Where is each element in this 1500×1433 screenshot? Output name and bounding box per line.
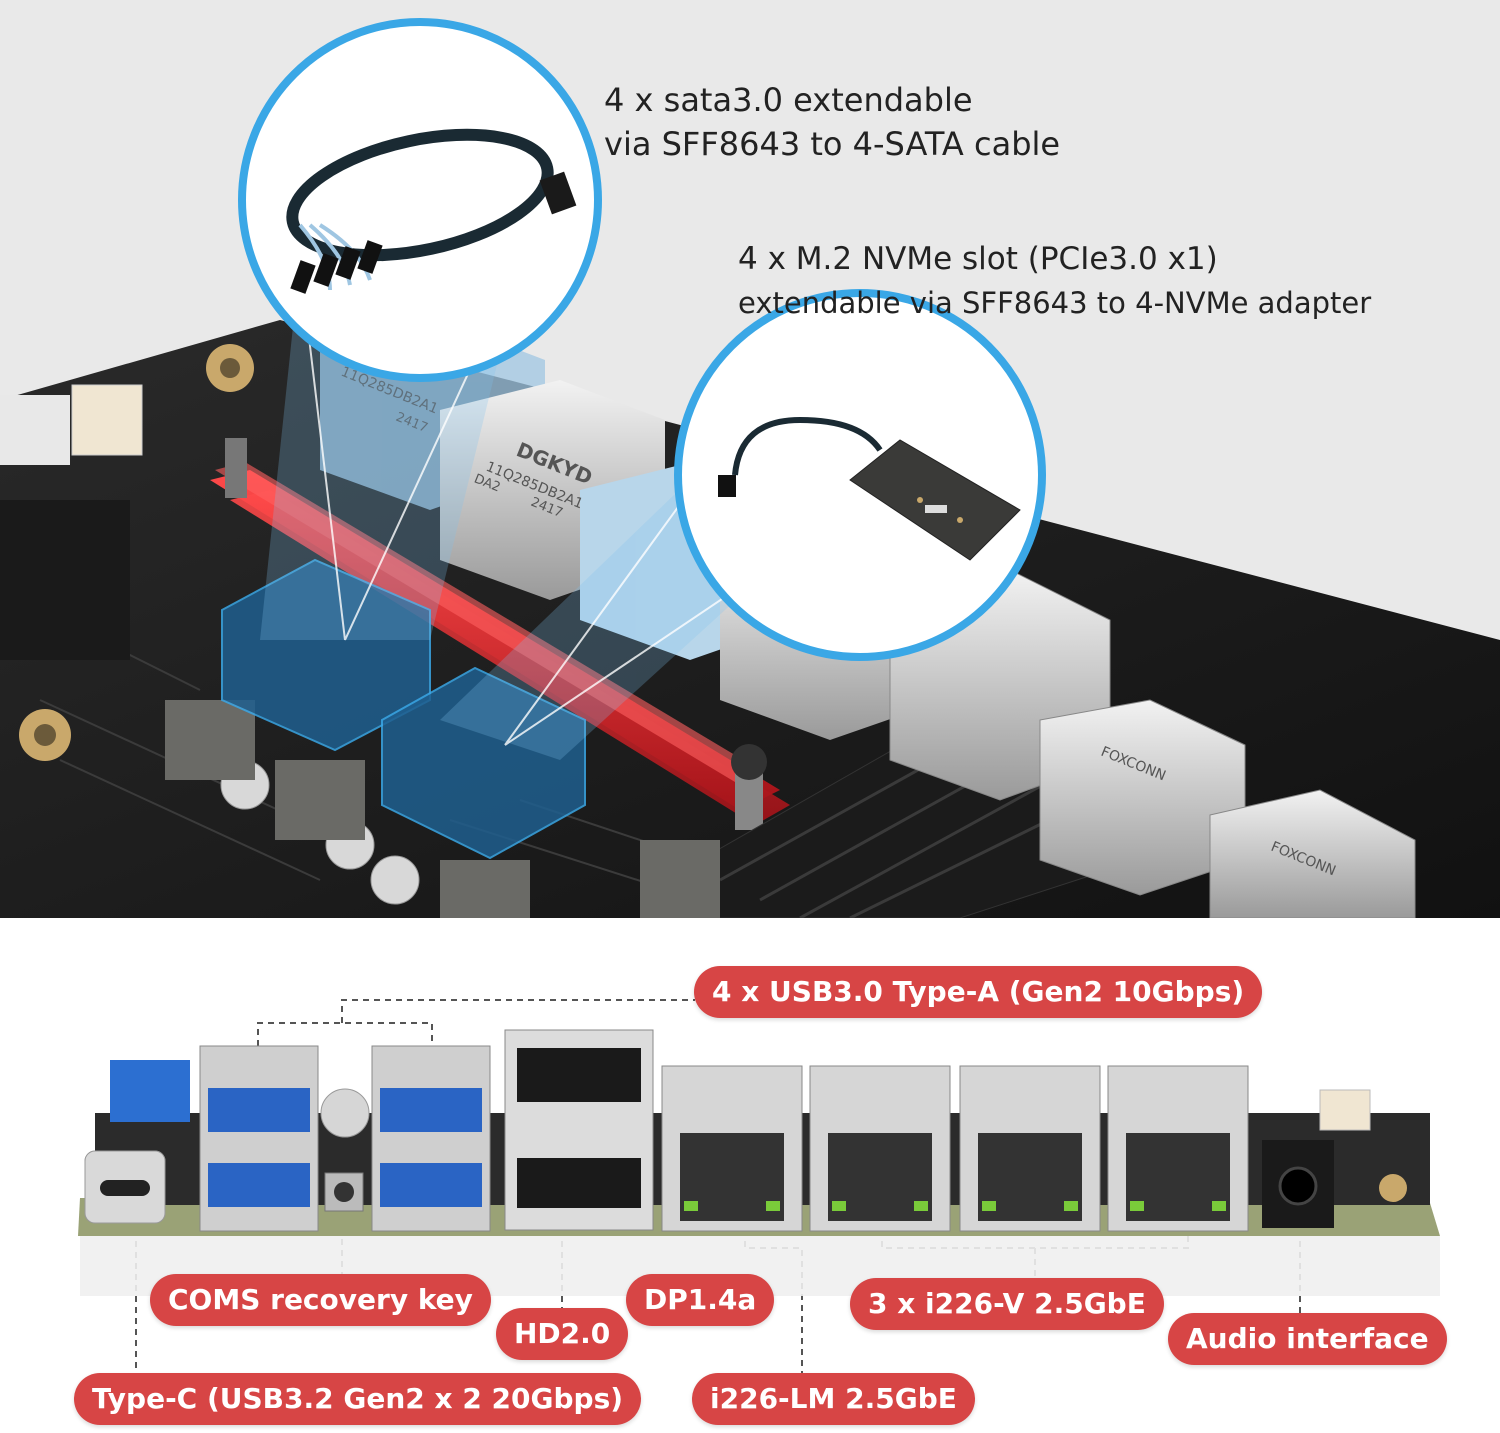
nvme-callout-line1: 4 x M.2 NVMe slot (PCIe3.0 x1): [738, 241, 1218, 277]
pin-header: [0, 500, 130, 660]
sata-callout-line2: via SFF8643 to 4-SATA cable: [604, 125, 1061, 163]
nvme-callout-line2: extendable via SFF8643 to 4-NVMe adapter: [738, 286, 1372, 320]
sata-callout-text: 4 x sata3.0 extendable via SFF8643 to 4-…: [604, 78, 1060, 166]
usb-ports-top: [889, 569, 1416, 918]
audio-label: Audio interface: [1168, 1313, 1447, 1365]
dp-label: DP1.4a: [626, 1274, 775, 1326]
nvme-adapter-callout: [674, 289, 1046, 661]
coms-key-label: COMS recovery key: [150, 1274, 491, 1326]
blue-header: [110, 1060, 190, 1122]
usb-label: 4 x USB3.0 Type-A (Gen2 10Gbps): [694, 966, 1263, 1018]
sata-port-highlight: [221, 558, 586, 860]
audio-jack: [1262, 1089, 1407, 1228]
left-port: [0, 395, 70, 465]
io-panel-section: 4 x USB3.0 Type-A (Gen2 10Gbps) COMS rec…: [0, 918, 1500, 1433]
dp-hdmi-stack: [504, 1029, 654, 1231]
capacitor: [320, 1088, 370, 1138]
standoff: [225, 438, 247, 498]
fan-header: [71, 384, 143, 456]
lan-v-label: 3 x i226-V 2.5GbE: [850, 1278, 1164, 1330]
red-heatsink: [210, 462, 790, 825]
usb-stack-1: [199, 1045, 319, 1232]
lan-lm-label: i226-LM 2.5GbE: [692, 1373, 975, 1425]
sata-cable-callout: [238, 18, 602, 382]
usb-stack-2: [371, 1045, 491, 1232]
hdmi-label: HD2.0: [496, 1308, 629, 1360]
board-closeup-illustration: DGKYD 11Q285DB2A1 DA2 2417 11Q285DB2A1 2…: [0, 18, 1500, 918]
io-panel-illustration: [78, 999, 1440, 1378]
board-closeup-section: DGKYD 11Q285DB2A1 DA2 2417 11Q285DB2A1 2…: [0, 0, 1500, 918]
sata-callout-line1: 4 x sata3.0 extendable: [604, 81, 973, 119]
typec-label: Type-C (USB3.2 Gen2 x 2 20Gbps): [74, 1373, 642, 1425]
nvme-callout-text: 4 x M.2 NVMe slot (PCIe3.0 x1) extendabl…: [738, 237, 1371, 325]
